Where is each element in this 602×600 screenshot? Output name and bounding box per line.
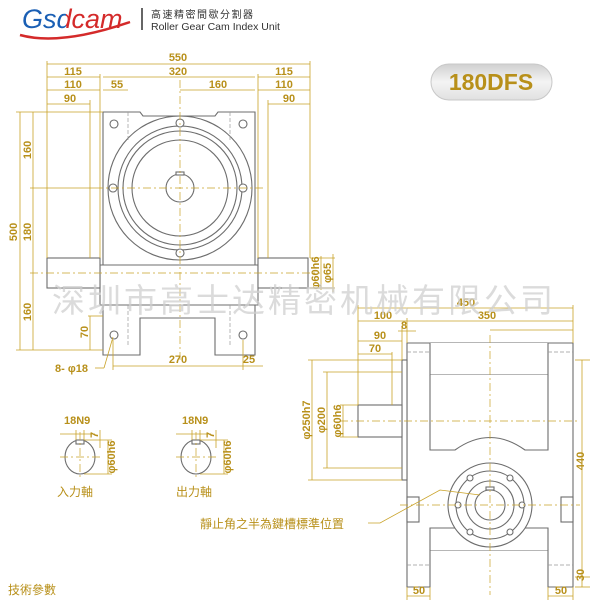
front-view xyxy=(30,80,320,360)
output-shaft-label: 出力軸 xyxy=(176,485,212,499)
dim-115-left: 115 xyxy=(64,66,82,78)
dim-30: 30 xyxy=(575,569,587,581)
dim-180: 180 xyxy=(22,223,34,241)
keyway-callout: 靜止角之半為鍵槽標準位置 xyxy=(200,516,344,531)
input-shaft-label: 入力軸 xyxy=(57,485,93,499)
dim-90-side: 90 xyxy=(374,330,386,342)
side-bolt-slots xyxy=(454,474,526,536)
dim-90-right: 90 xyxy=(283,93,295,105)
dim-440: 440 xyxy=(575,452,587,470)
title-cn: 高速精密間歇分割器 xyxy=(151,8,255,21)
dim-160-upper: 160 xyxy=(22,141,34,159)
footer-heading: 技術參數 xyxy=(8,582,56,597)
dim-55: 55 xyxy=(111,79,123,91)
dim-side-60h6: φ60h6 xyxy=(332,405,344,438)
keyway-input-diameter: φ60h6 xyxy=(106,441,118,474)
keyway-output: 18N9 7 φ60h6 出力軸 xyxy=(176,415,234,499)
dim-50-right: 50 xyxy=(555,585,567,597)
dim-450: 450 xyxy=(457,297,475,309)
dim-bolt-holes: 8- φ18 xyxy=(55,363,88,375)
dim-115-right: 115 xyxy=(275,66,293,78)
dim-shaft-65: φ65 xyxy=(322,263,334,283)
keyway-input: 18N9 7 φ60h6 入力軸 xyxy=(57,415,118,499)
side-flange xyxy=(401,359,408,481)
dim-200: φ200 xyxy=(316,407,328,433)
dim-160-top: 160 xyxy=(209,79,227,91)
dim-270: 270 xyxy=(169,354,187,366)
keyway-output-depth: 7 xyxy=(205,432,217,438)
dim-90-left: 90 xyxy=(64,93,76,105)
keyway-input-depth: 7 xyxy=(89,432,101,438)
dim-160-lower: 160 xyxy=(22,303,34,321)
dim-550: 550 xyxy=(169,52,187,64)
dim-70-side: 70 xyxy=(369,343,381,355)
model-badge-text: 180DFS xyxy=(449,69,533,95)
dim-250h7: φ250h7 xyxy=(301,400,313,439)
dim-100: 100 xyxy=(374,310,392,322)
keyway-output-width: 18N9 xyxy=(182,415,208,427)
dim-350: 350 xyxy=(478,310,496,322)
logo-swoosh xyxy=(19,20,131,40)
logo: Gsdcam xyxy=(19,4,131,40)
dim-25: 25 xyxy=(243,354,255,366)
keyway-input-width: 18N9 xyxy=(64,415,90,427)
side-dimensions: 450 100 350 8 90 70 φ250h7 φ200 φ60h6 44… xyxy=(200,297,590,600)
logo-text: Gsdcam xyxy=(22,4,123,34)
model-badge xyxy=(430,63,553,101)
dim-320: 320 xyxy=(169,66,187,78)
dim-110-right: 110 xyxy=(275,79,293,91)
dim-70: 70 xyxy=(79,326,91,338)
side-view xyxy=(340,335,580,595)
dim-shaft-60h6: φ60h6 xyxy=(310,257,322,290)
front-dimensions: 550 320 115 115 110 110 90 90 55 160 500… xyxy=(8,52,335,375)
dim-110-left: 110 xyxy=(64,79,82,91)
title-en: Roller Gear Cam Index Unit xyxy=(151,21,280,33)
dim-8: 8 xyxy=(401,320,407,332)
keyway-output-diameter: φ60h6 xyxy=(222,441,234,474)
dim-500: 500 xyxy=(8,223,20,241)
dim-50-left: 50 xyxy=(413,585,425,597)
